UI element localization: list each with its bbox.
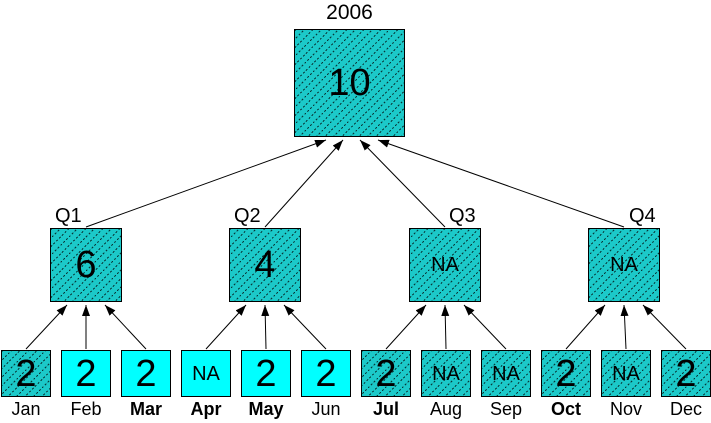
- arrow-apr-q2: [205, 304, 247, 350]
- month-node-mar: 2: [121, 350, 171, 397]
- arrow-jun-q2: [283, 304, 327, 350]
- arrow-jan-q1: [25, 304, 68, 350]
- month-label-sep: Sep: [489, 399, 523, 419]
- month-label-jul: Jul: [372, 399, 399, 419]
- month-node-jul: 2: [361, 350, 411, 397]
- quarter-node-q4: NA: [588, 228, 660, 302]
- month-value-apr: NA: [192, 362, 220, 385]
- month-value-jan: 2: [15, 352, 37, 395]
- arrow-jul-q3: [385, 304, 427, 350]
- quarter-label-q1: Q1: [55, 205, 82, 227]
- month-label-oct: Oct: [550, 399, 581, 419]
- month-label-aug: Aug: [429, 399, 463, 419]
- month-node-aug: NA: [421, 350, 471, 397]
- month-value-may: 2: [255, 352, 277, 395]
- month-label-mar: Mar: [129, 399, 162, 419]
- quarter-value-q1: 6: [75, 244, 97, 286]
- month-node-dec: 2: [661, 350, 711, 397]
- month-value-mar: 2: [135, 352, 157, 395]
- month-value-nov: NA: [612, 362, 640, 385]
- quarter-value-q2: 4: [254, 244, 276, 286]
- month-node-feb: 2: [61, 350, 111, 397]
- quarter-value-q3: NA: [431, 254, 459, 276]
- arrow-q3-year: [359, 139, 446, 228]
- arrow-q4-year: [377, 139, 625, 228]
- month-value-jul: 2: [375, 352, 397, 395]
- month-value-oct: 2: [555, 352, 577, 395]
- arrow-q1-year: [85, 139, 327, 228]
- month-value-aug: NA: [432, 362, 460, 385]
- month-node-oct: 2: [541, 350, 591, 397]
- quarter-value-q4: NA: [610, 254, 638, 276]
- quarter-label-q2: Q2: [234, 205, 261, 227]
- arrow-oct-q4: [565, 304, 606, 350]
- month-node-may: 2: [241, 350, 291, 397]
- quarter-label-q3: Q3: [449, 205, 476, 227]
- month-label-apr: Apr: [190, 399, 222, 419]
- year-value: 10: [328, 62, 371, 104]
- arrow-aug-q3: [441, 304, 450, 350]
- arrow-dec-q4: [642, 304, 687, 350]
- arrow-may-q2: [261, 304, 270, 350]
- month-label-dec: Dec: [669, 399, 702, 419]
- month-label-jun: Jun: [311, 399, 341, 419]
- arrow-q2-year: [264, 139, 344, 228]
- quarter-label-q4: Q4: [629, 205, 656, 227]
- year-label: 2006: [326, 1, 373, 24]
- month-label-may: May: [248, 399, 284, 419]
- quarter-node-q3: NA: [409, 228, 481, 302]
- quarter-node-q2: 4: [229, 228, 301, 302]
- month-value-feb: 2: [75, 352, 97, 395]
- arrow-sep-q3: [463, 304, 507, 350]
- arrow-nov-q4: [620, 304, 629, 350]
- month-node-jun: 2: [301, 350, 351, 397]
- month-label-jan: Jan: [11, 399, 41, 419]
- year-node: 10: [294, 29, 405, 137]
- month-value-jun: 2: [315, 352, 337, 395]
- month-node-sep: NA: [481, 350, 531, 397]
- quarter-node-q1: 6: [50, 228, 122, 302]
- month-node-nov: NA: [601, 350, 651, 397]
- month-label-nov: Nov: [609, 399, 642, 419]
- arrow-mar-q1: [104, 304, 147, 350]
- month-value-sep: NA: [492, 362, 520, 385]
- month-node-jan: 2: [1, 350, 51, 397]
- month-value-dec: 2: [675, 352, 697, 395]
- month-label-feb: Feb: [70, 399, 102, 419]
- month-node-apr: NA: [181, 350, 231, 397]
